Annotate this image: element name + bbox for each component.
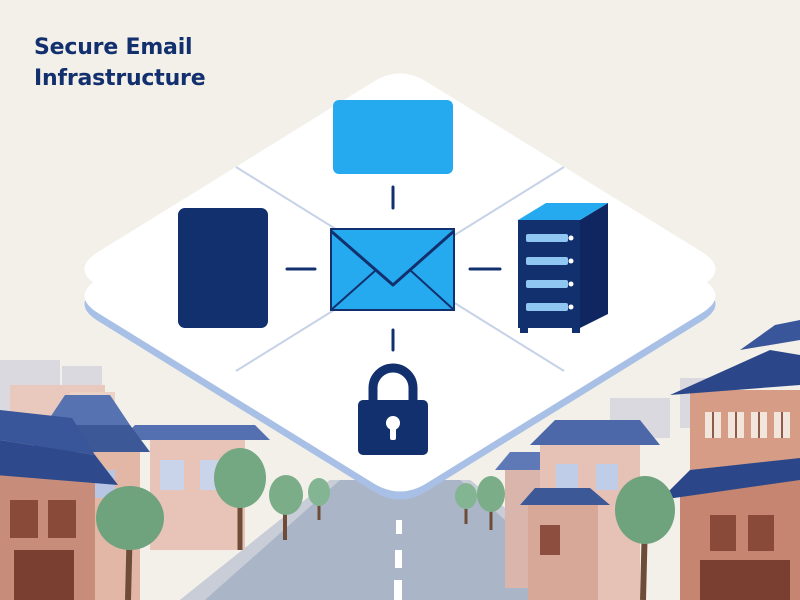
device-icon (178, 208, 268, 328)
tree (214, 448, 266, 550)
padlock-icon (358, 363, 428, 455)
tree (269, 475, 303, 540)
page-title-line-1: Secure Email (34, 35, 193, 60)
tree (96, 486, 164, 600)
display-icon (333, 100, 453, 174)
tree (615, 476, 675, 600)
left-houses (0, 385, 270, 600)
tree (455, 483, 477, 524)
page-title: Secure Email Infrastructure (34, 32, 206, 94)
envelope-icon (330, 228, 455, 311)
connectors (285, 185, 502, 352)
right-houses (495, 320, 800, 600)
trees (96, 448, 675, 600)
tree (308, 478, 330, 520)
server-icon (518, 203, 608, 333)
tree (477, 476, 505, 530)
page-title-line-2: Infrastructure (34, 66, 206, 91)
